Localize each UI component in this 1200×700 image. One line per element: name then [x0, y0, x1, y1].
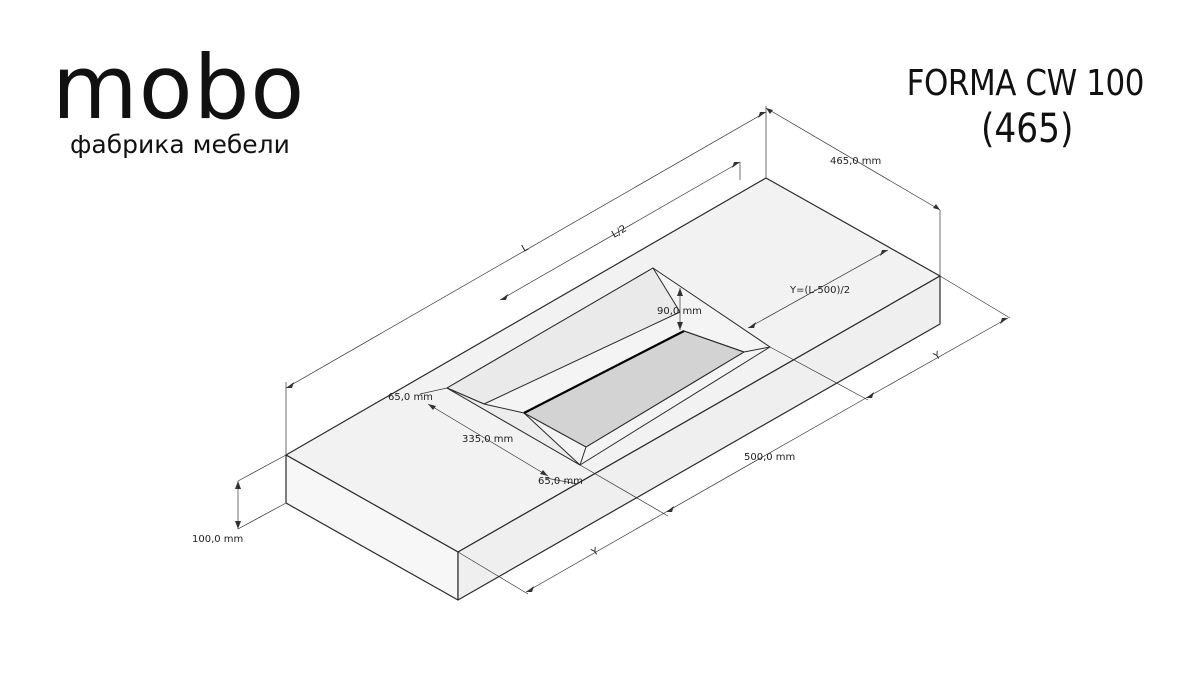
label-side-right: Y: [931, 350, 943, 364]
basin: [446, 267, 771, 466]
dimension-lines: [237, 106, 1011, 595]
label-side-formula: Y=(L-500)/2: [789, 285, 850, 296]
dim-line-edge-front: [545, 477, 579, 485]
dim-line-side-formula: [747, 249, 889, 329]
slab-right-face: [457, 275, 941, 601]
logo-wordmark: mobo: [52, 36, 306, 139]
product-title: FORMA CW 100 (465): [824, 63, 1145, 154]
brand-logo: mobo фабрика мебели: [52, 36, 352, 160]
basin-drain-slot: [523, 330, 685, 414]
dim-line-basin-length: [665, 397, 867, 513]
dim-line-depth: [765, 107, 941, 211]
product-name: FORMA CW 100: [906, 63, 1145, 104]
label-edge-back: 65,0 mm: [388, 392, 433, 403]
dim-line-length: [285, 111, 767, 389]
dimension-arrows: [235, 108, 1008, 592]
label-thickness: 100,0 mm: [192, 534, 243, 545]
label-basin-depth: 90,0 mm: [657, 306, 702, 317]
label-basin-length: 500,0 mm: [744, 452, 795, 463]
dim-line-half-length: [499, 161, 741, 301]
dim-line-side-front: [525, 511, 667, 593]
product-variant: (465): [980, 106, 1074, 152]
label-length: L: [520, 242, 531, 255]
dim-line-side-right: [865, 317, 1009, 399]
dim-line-basin-width: [427, 403, 549, 477]
label-half-length: L/2: [610, 223, 629, 240]
label-basin-width: 335,0 mm: [462, 434, 513, 445]
label-side-front: Y: [589, 546, 601, 560]
label-depth: 465,0 mm: [830, 156, 881, 167]
basin-ramp-edge: [683, 330, 745, 353]
basin-front-wall-edge: [579, 346, 771, 466]
dim-line-edge-back: [419, 387, 448, 395]
logo-subtitle: фабрика мебели: [70, 130, 290, 159]
label-edge-front: 65,0 mm: [538, 476, 583, 487]
